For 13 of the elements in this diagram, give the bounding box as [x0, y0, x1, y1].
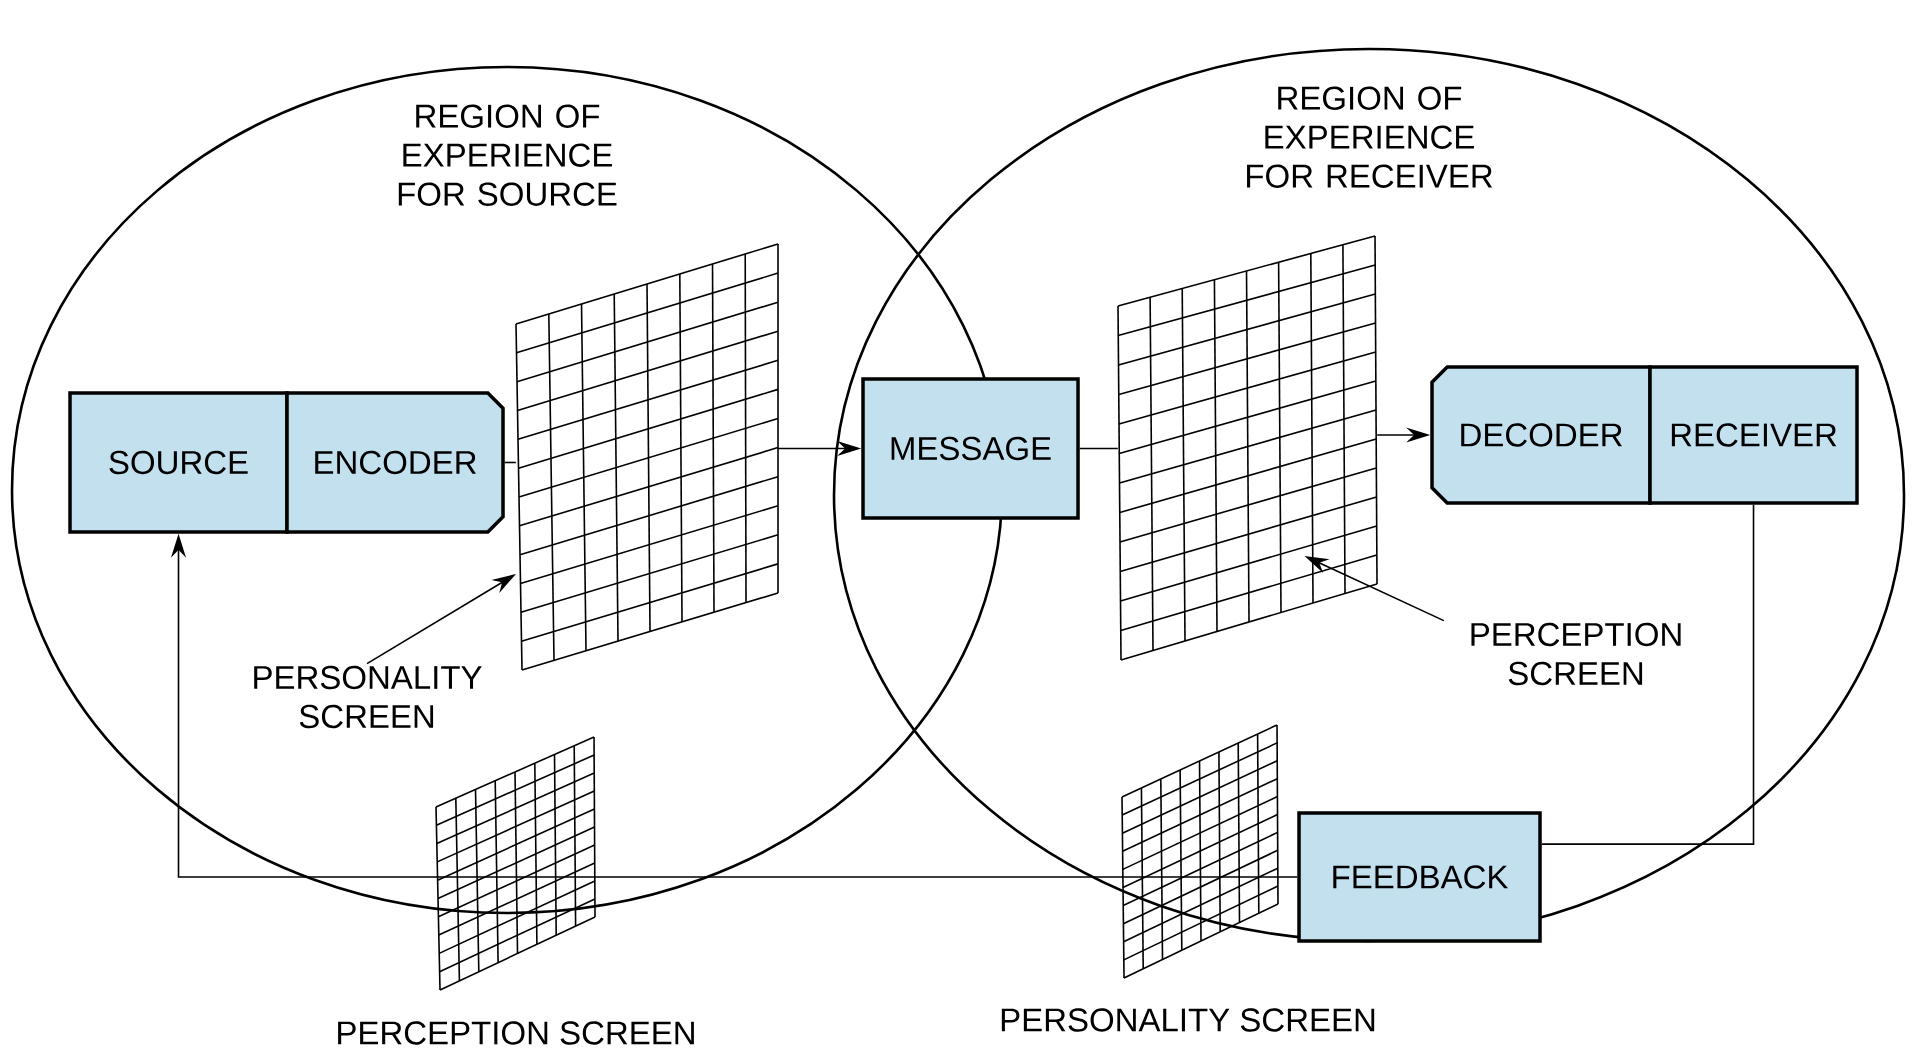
screen-label: PERCEPTION SCREEN — [338, 1021, 694, 1045]
process-box: ENCODER — [285, 391, 505, 534]
connector-line — [1540, 503, 1755, 845]
screen-label: PERCEPTION SCREEN — [1471, 622, 1681, 686]
screen-grid — [515, 243, 779, 671]
process-box: SOURCE — [68, 391, 289, 534]
process-box: DECODER — [1430, 365, 1652, 505]
connector-line — [1078, 447, 1119, 450]
screen-grid — [1117, 235, 1378, 661]
connector-line — [503, 461, 517, 464]
screen-label: PERSONALITY SCREEN — [254, 665, 482, 729]
process-box: RECEIVER — [1648, 365, 1859, 505]
screen-label: PERSONALITY SCREEN — [1001, 1008, 1375, 1032]
